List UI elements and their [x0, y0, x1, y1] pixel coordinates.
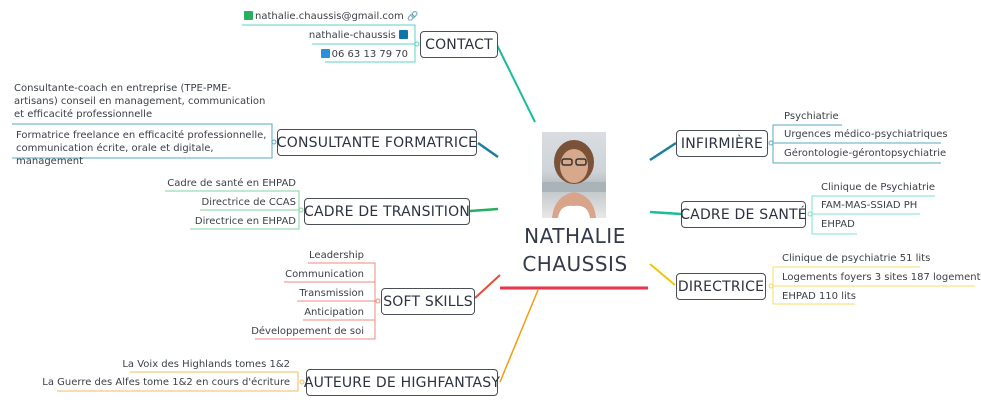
topic-directrice[interactable]: DIRECTRICE [676, 273, 766, 300]
contact-phone[interactable]: 06 63 13 79 70 [320, 49, 408, 61]
transition-item-2-text: Directrice de CCAS [201, 197, 297, 208]
topic-soft-skills-label: SOFT SKILLS [383, 293, 473, 310]
contact-linkedin-text: nathalie-chaussis [308, 30, 396, 41]
transition-item-1-text: Cadre de santé en EHPAD [167, 178, 296, 189]
topic-contact-label: CONTACT [425, 36, 493, 53]
contact-phone-text: 06 63 13 79 70 [331, 49, 408, 60]
link-icon[interactable]: 🔗 [406, 12, 419, 22]
infirmiere-item-3[interactable]: Gérontologie-gérontopsychiatrie [784, 148, 946, 160]
soft-item-4[interactable]: Anticipation [240, 307, 364, 319]
auteure-item-1[interactable]: La Voix des Highlands tomes 1&2 [90, 359, 290, 371]
transition-item-3[interactable]: Directrice en EHPAD [150, 216, 296, 228]
soft-item-3[interactable]: Transmission [240, 288, 364, 300]
consultante-item-formatrice-text: Formatrice freelance en efficacité profe… [16, 130, 267, 167]
portrait-illustration [542, 140, 606, 218]
topic-consultante-label: CONSULTANTE FORMATRICE [276, 134, 478, 151]
topic-cadre-de-sante[interactable]: CADRE DE SANTÉ [680, 201, 807, 228]
cadre-sante-item-3-text: EHPAD [821, 219, 855, 230]
contact-linkedin[interactable]: nathalie-chaussis [300, 30, 410, 42]
cadre-sante-item-1[interactable]: Clinique de Psychiatrie [821, 182, 935, 194]
topic-contact[interactable]: CONTACT [420, 31, 498, 58]
consultante-item-coach-text: Consultante-coach en entreprise (TPE-PME… [14, 83, 266, 120]
topic-consultante-formatrice[interactable]: CONSULTANTE FORMATRICE [277, 129, 477, 156]
directrice-item-3-text: EHPAD 110 lits [782, 291, 856, 302]
directrice-item-2-text: Logements foyers 3 sites 187 logements [782, 272, 981, 283]
contact-email[interactable]: nathalie.chaussis@gmail.com 🔗 [244, 11, 418, 23]
central-name-last: CHAUSSIS [522, 252, 628, 276]
cadre-sante-item-2[interactable]: FAM-MAS-SSIAD PH [821, 200, 917, 212]
auteure-item-2-text: La Guerre des Alfes tome 1&2 en cours d'… [42, 377, 290, 388]
directrice-item-1-text: Clinique de psychiatrie 51 lits [782, 253, 931, 264]
infirmiere-item-1[interactable]: Psychiatrie [784, 111, 839, 123]
consultante-item-formatrice[interactable]: Formatrice freelance en efficacité profe… [16, 129, 272, 168]
topic-cadre-de-transition[interactable]: CADRE DE TRANSITION [304, 198, 470, 225]
infirmiere-item-1-text: Psychiatrie [784, 111, 839, 122]
soft-item-2[interactable]: Communication [240, 269, 364, 281]
cadre-sante-item-3[interactable]: EHPAD [821, 219, 855, 231]
transition-item-3-text: Directrice en EHPAD [194, 216, 296, 227]
topic-soft-skills[interactable]: SOFT SKILLS [381, 288, 475, 315]
topic-auteure-label: AUTEURE DE HIGHFANTASY [303, 374, 501, 391]
infirmiere-item-2-text: Urgences médico-psychiatriques [784, 129, 948, 140]
topic-transition-label: CADRE DE TRANSITION [304, 203, 470, 220]
soft-item-5[interactable]: Développement de soi [240, 326, 364, 338]
soft-item-2-text: Communication [285, 269, 364, 280]
soft-item-1-text: Leadership [309, 250, 364, 261]
cadre-sante-item-1-text: Clinique de Psychiatrie [821, 182, 936, 193]
central-topic[interactable]: NATHALIE CHAUSSIS [505, 222, 645, 278]
consultante-item-coach[interactable]: Consultante-coach en entreprise (TPE-PME… [14, 82, 274, 121]
infirmiere-item-3-text: Gérontologie-gérontopsychiatrie [784, 148, 947, 159]
infirmiere-item-2[interactable]: Urgences médico-psychiatriques [784, 129, 948, 141]
topic-infirmiere[interactable]: INFIRMIÈRE [676, 130, 768, 157]
auteure-item-2[interactable]: La Guerre des Alfes tome 1&2 en cours d'… [40, 377, 290, 389]
soft-item-3-text: Transmission [299, 288, 364, 299]
linkedin-icon[interactable] [399, 30, 408, 39]
directrice-item-3[interactable]: EHPAD 110 lits [782, 291, 856, 303]
soft-item-4-text: Anticipation [304, 307, 364, 318]
soft-item-5-text: Développement de soi [251, 326, 364, 337]
directrice-item-2[interactable]: Logements foyers 3 sites 187 logements [782, 272, 981, 284]
directrice-item-1[interactable]: Clinique de psychiatrie 51 lits [782, 253, 930, 265]
soft-item-1[interactable]: Leadership [240, 250, 364, 262]
portrait-photo [542, 132, 606, 218]
transition-item-1[interactable]: Cadre de santé en EHPAD [150, 178, 296, 190]
auteure-item-1-text: La Voix des Highlands tomes 1&2 [122, 359, 290, 370]
transition-item-2[interactable]: Directrice de CCAS [150, 197, 297, 209]
phone-icon [320, 49, 330, 58]
topic-cadre-sante-label: CADRE DE SANTÉ [680, 206, 807, 223]
email-icon [244, 11, 253, 20]
cadre-sante-item-2-text: FAM-MAS-SSIAD PH [821, 200, 918, 211]
topic-auteure-highfantasy[interactable]: AUTEURE DE HIGHFANTASY [303, 369, 501, 396]
topic-infirmiere-label: INFIRMIÈRE [680, 135, 764, 152]
topic-directrice-label: DIRECTRICE [677, 278, 765, 295]
contact-email-text: nathalie.chaussis@gmail.com [255, 11, 404, 22]
central-name-first: NATHALIE [524, 224, 626, 248]
